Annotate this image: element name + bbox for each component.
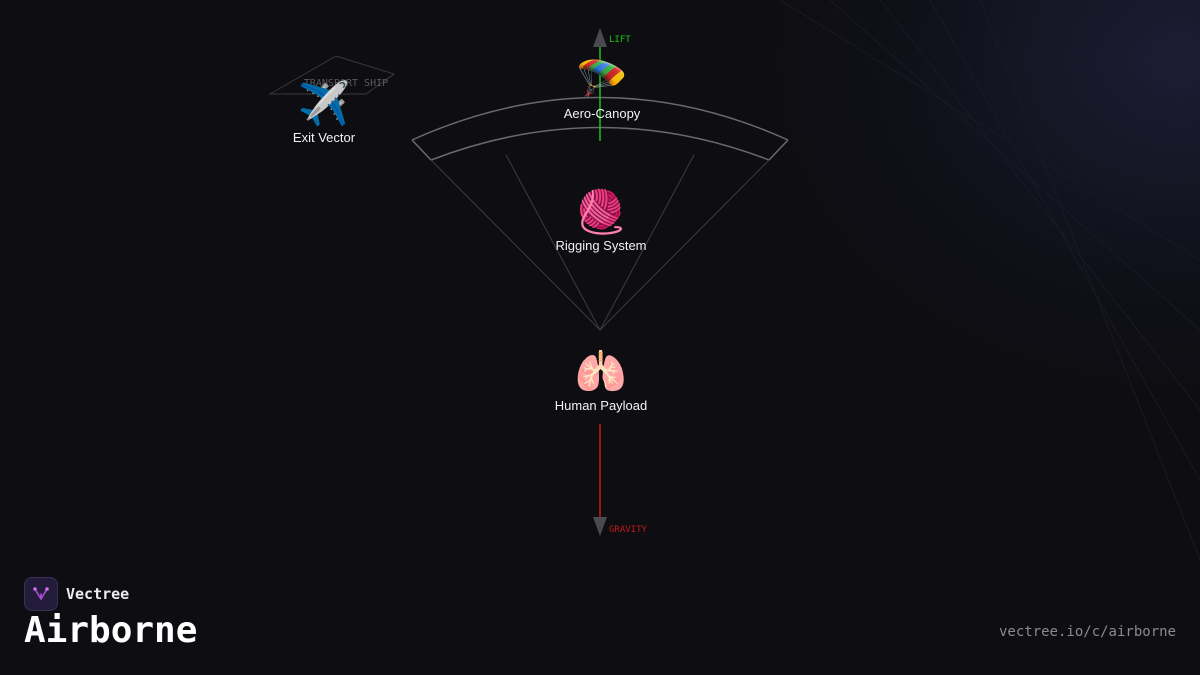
node-label: Aero-Canopy (563, 106, 641, 121)
suspension-line-inner-right (599, 154, 695, 331)
canopy-left-edge (411, 139, 432, 161)
parachute-icon: 🪂 (575, 55, 629, 104)
node-rigging-system: 🧶 Rigging System (555, 187, 647, 254)
node-aero-canopy: 🪂 Aero-Canopy (563, 55, 641, 122)
suspension-line-outer-left (430, 159, 601, 331)
transport-ship-outline (268, 55, 396, 95)
page-title: Airborne (24, 610, 198, 651)
gravity-arrowhead (593, 517, 607, 536)
node-exit-vector: ✈️ Exit Vector (292, 79, 356, 146)
brand: Vectree (24, 577, 129, 611)
yarn-icon: 🧶 (574, 187, 628, 236)
node-label: Human Payload (554, 398, 648, 413)
node-human-payload: 🫁 Human Payload (554, 347, 648, 414)
airplane-icon: ✈️ (297, 79, 351, 128)
vectree-logo-icon (24, 577, 58, 611)
transport-ship-label: TRANSPORT SHIP (304, 78, 388, 89)
lungs-icon: 🫁 (574, 347, 628, 396)
brand-name: Vectree (66, 585, 130, 603)
node-label: Exit Vector (292, 130, 356, 145)
gravity-label: GRAVITY (609, 525, 648, 535)
lift-arrowhead (593, 28, 607, 47)
node-label: Rigging System (555, 238, 647, 253)
page-url-link[interactable]: vectree.io/c/airborne (998, 624, 1176, 640)
suspension-line-inner-left (505, 154, 601, 331)
suspension-line-outer-right (599, 159, 770, 331)
lift-label: LIFT (609, 35, 631, 45)
canopy-right-edge (768, 139, 789, 161)
